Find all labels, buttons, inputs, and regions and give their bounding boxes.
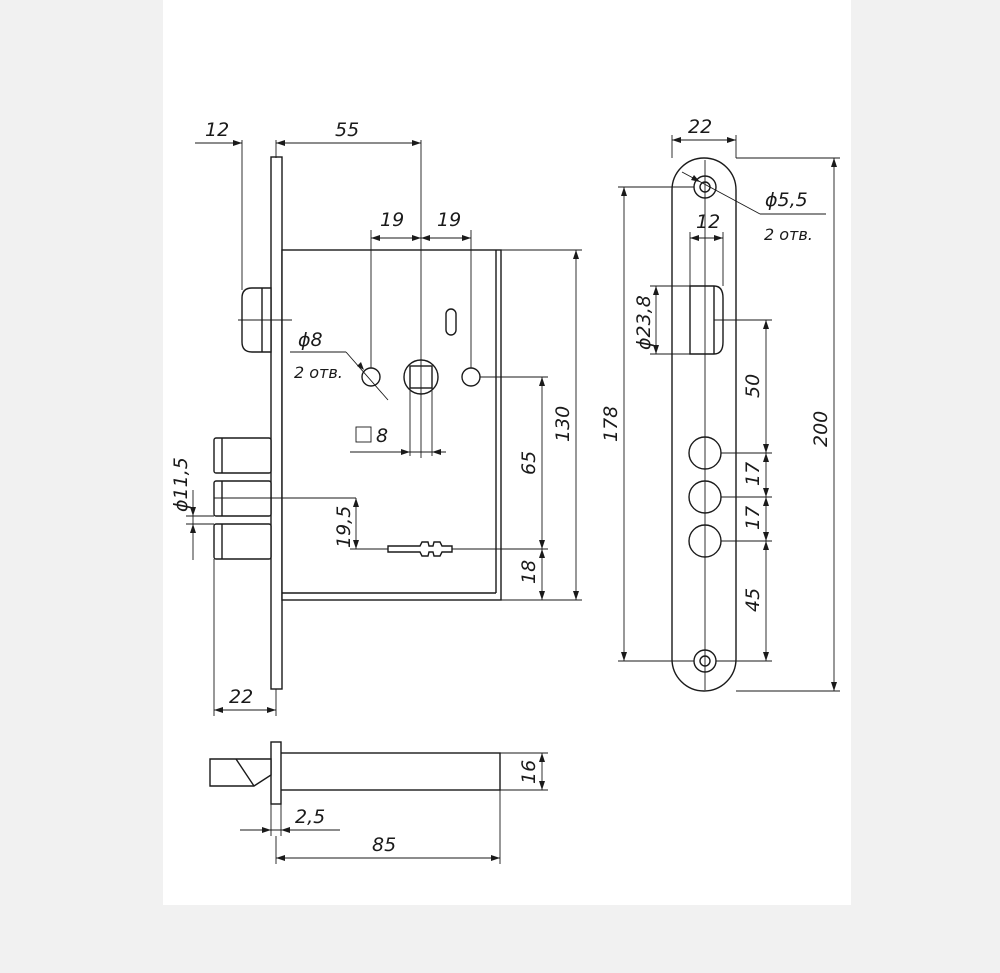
dim-spindle-left: 19 <box>380 209 404 231</box>
strike-plate-view <box>671 157 737 692</box>
dim-faceplate-thickness: 2,5 <box>295 806 325 828</box>
dim-side-height: 16 <box>518 760 540 784</box>
dim-square-spindle: 8 <box>376 425 388 447</box>
dim-strike-hole-count: 2 отв. <box>764 225 813 244</box>
dim-center-distance: 65 <box>518 451 540 475</box>
dim-hole-count: 2 отв. <box>294 363 343 382</box>
dim-spindle-right: 19 <box>437 209 461 231</box>
dim-bolt-diameter: ϕ11,5 <box>170 457 192 512</box>
side-faceplate <box>270 741 282 805</box>
dim-faceplate-offset: 12 <box>205 119 229 141</box>
drawing-sheet: 12 55 19 19 ϕ8 2 отв. 8 ϕ11,5 <box>163 0 851 905</box>
dim-backset: 55 <box>335 119 359 141</box>
dim-bolt-step-2: 17 <box>742 506 764 530</box>
dim-strike-length: 200 <box>810 411 832 447</box>
slot <box>445 308 457 336</box>
screw-hole-left <box>361 367 381 387</box>
dim-key-offset: 18 <box>518 560 540 584</box>
dim-latch-opening-width: 12 <box>696 211 720 233</box>
lock-front-dimensions: 12 55 19 19 ϕ8 2 отв. 8 ϕ11,5 <box>170 119 582 716</box>
side-latch <box>209 758 272 787</box>
dim-latch-opening-height: ϕ23,8 <box>633 295 655 350</box>
dim-bolt-projection: 22 <box>229 686 253 708</box>
dim-bolt-to-screw: 45 <box>742 588 764 612</box>
deadbolts <box>213 437 272 560</box>
screw-hole-right <box>461 367 481 387</box>
lock-front-view <box>213 140 502 690</box>
keyhole <box>387 541 453 557</box>
technical-drawing: 12 55 19 19 ϕ8 2 отв. 8 ϕ11,5 <box>170 116 840 864</box>
side-case <box>275 752 501 791</box>
dim-hole-diameter: ϕ8 <box>298 329 323 351</box>
dim-strike-width: 22 <box>688 116 712 138</box>
dim-bolt-step-1: 17 <box>742 462 764 486</box>
strike-dimensions: 22 ϕ5,5 2 отв. 12 ϕ23,8 178 200 <box>600 116 840 692</box>
latch-opening <box>689 285 724 355</box>
lock-side-view: 16 2,5 85 <box>209 741 548 864</box>
lock-case <box>281 249 502 601</box>
dim-strike-hole-diameter: ϕ5,5 <box>765 189 808 211</box>
faceplate <box>270 156 283 690</box>
dim-lock-depth: 85 <box>372 834 396 856</box>
dim-latch-to-bolt: 50 <box>742 374 764 398</box>
dim-bolt-pitch: 19,5 <box>333 506 355 548</box>
dim-case-height: 130 <box>552 406 574 442</box>
dim-strike-screw-distance: 178 <box>600 406 622 442</box>
